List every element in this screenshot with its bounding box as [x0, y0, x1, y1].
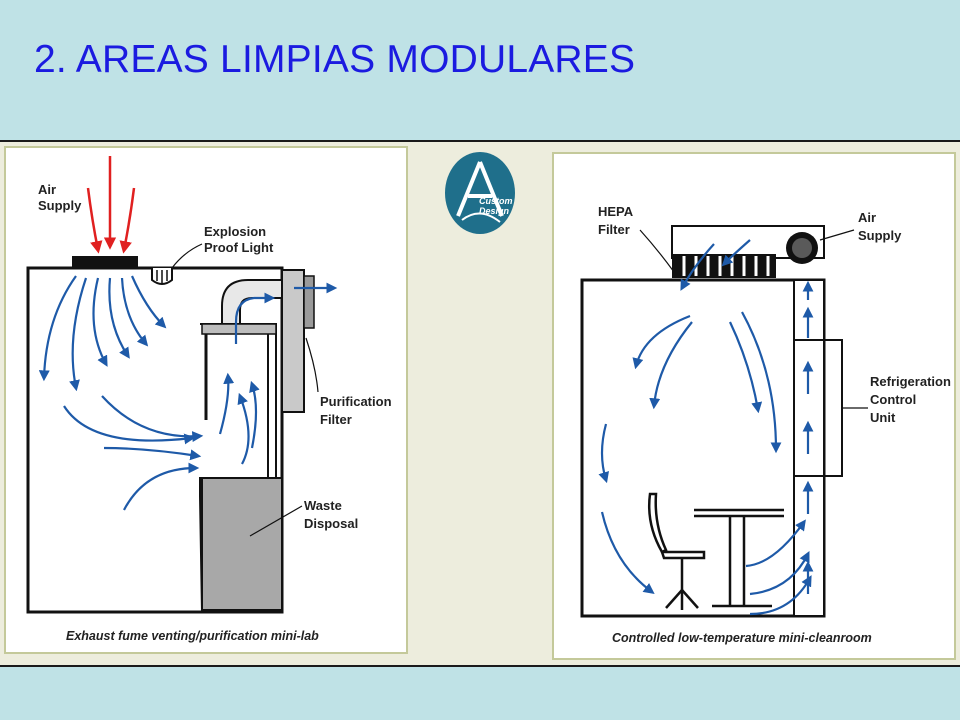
purification-filter [281, 269, 305, 413]
label-explosion-line1: Explosion [204, 224, 266, 239]
left-diagram-panel: Air Supply Explosion Proof Light Purific… [4, 146, 408, 654]
label-air-supply-line1: Air [858, 210, 876, 225]
right-diagram-panel: HEPA Filter Air Supply Refrigeration Con… [552, 152, 956, 660]
logo-text-line1: Custom [479, 196, 513, 206]
airflow-arrows [38, 275, 338, 511]
label-hepa-line1: HEPA [598, 204, 634, 219]
work-table [694, 508, 784, 608]
cleanroom-diagram: HEPA Filter Air Supply Refrigeration Con… [580, 204, 951, 645]
exhaust-minilab-diagram: Air Supply Explosion Proof Light Purific… [26, 156, 392, 643]
label-refrig-line1: Refrigeration [870, 374, 951, 389]
logo-text-line2: Design [479, 206, 510, 216]
slide-title: 2. AREAS LIMPIAS MODULARES [34, 38, 636, 81]
room-outline [26, 266, 284, 614]
label-air-supply-line2: Supply [38, 198, 82, 213]
label-waste-line1: Waste [304, 498, 342, 513]
label-air-supply-line1: Air [38, 182, 56, 197]
logo-circle [445, 152, 515, 234]
cleanroom-outline [580, 278, 826, 618]
supply-air-arrows [86, 156, 136, 254]
label-hepa-line2: Filter [598, 222, 630, 237]
label-purification-line1: Purification [320, 394, 392, 409]
bottom-rule [0, 665, 960, 667]
custom-design-logo: Custom Design [445, 152, 515, 234]
hepa-filter [672, 254, 776, 278]
airflow-arrows [598, 239, 814, 616]
label-waste-line2: Disposal [304, 516, 358, 531]
chair [648, 492, 706, 610]
supply-vent [72, 256, 138, 268]
label-refrig-line2: Control [870, 392, 916, 407]
right-caption: Controlled low-temperature mini-cleanroo… [612, 631, 872, 645]
top-rule [0, 140, 960, 142]
label-explosion-line2: Proof Light [204, 240, 274, 255]
label-refrig-line3: Unit [870, 410, 896, 425]
label-purification-line2: Filter [320, 412, 352, 427]
left-caption: Exhaust fume venting/purification mini-l… [66, 629, 319, 643]
label-air-supply-line2: Supply [858, 228, 902, 243]
waste-disposal-cabinet [201, 477, 283, 611]
